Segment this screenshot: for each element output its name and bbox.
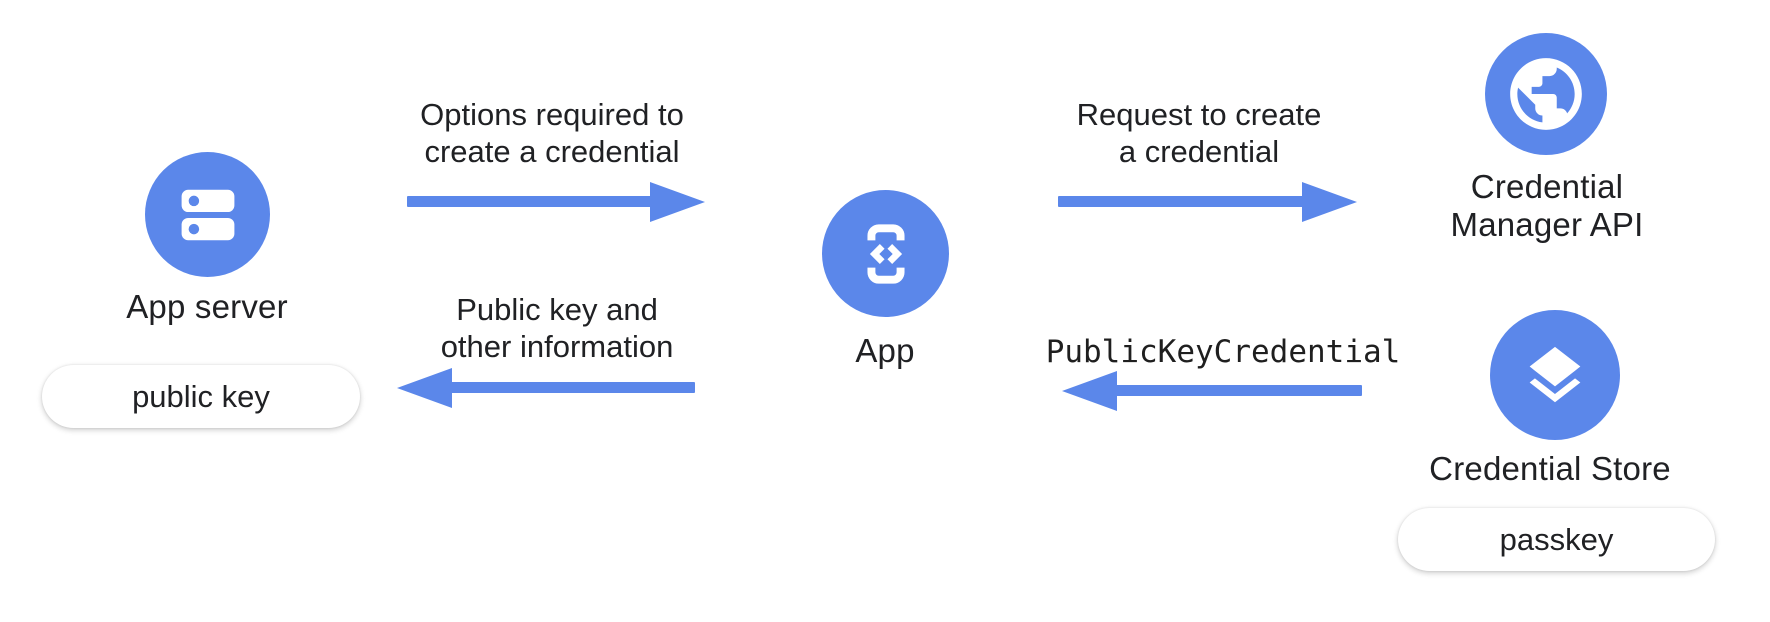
arrow-body (1058, 196, 1304, 207)
public-key-pill-label: public key (132, 378, 270, 414)
arrow-head (397, 368, 452, 408)
credential-manager-api-node (1485, 33, 1607, 155)
server-icon (172, 179, 244, 251)
app-node (822, 190, 949, 317)
credential-store-label: Credential Store (1429, 450, 1671, 487)
app-server-node (145, 152, 270, 277)
app-server-label: App server (126, 288, 288, 325)
credential-manager-api-label: Credential Manager API (1450, 168, 1644, 243)
options-arrow-label: Options required to create a credential (420, 97, 684, 169)
public-key-pill: public key (42, 365, 360, 428)
passkey-pill-label: passkey (1499, 521, 1614, 557)
app-label: App (855, 332, 915, 369)
public-key-info-arrow-label: Public key and other information (440, 292, 674, 364)
arrow-head (650, 182, 705, 222)
layers-icon (1516, 336, 1594, 414)
request-create-arrow-label: Request to create a credential (1076, 97, 1322, 169)
phone-code-icon (848, 216, 924, 292)
arrow-body (450, 382, 695, 393)
credential-store-node (1490, 310, 1620, 440)
arrow-head (1302, 182, 1357, 222)
globe-icon (1503, 51, 1589, 137)
passkey-pill: passkey (1398, 508, 1715, 571)
publickeycredential-label: PublicKeyCredential (1045, 334, 1401, 370)
arrow-body (407, 196, 653, 207)
arrow-body (1115, 385, 1362, 396)
arrow-head (1062, 371, 1117, 411)
